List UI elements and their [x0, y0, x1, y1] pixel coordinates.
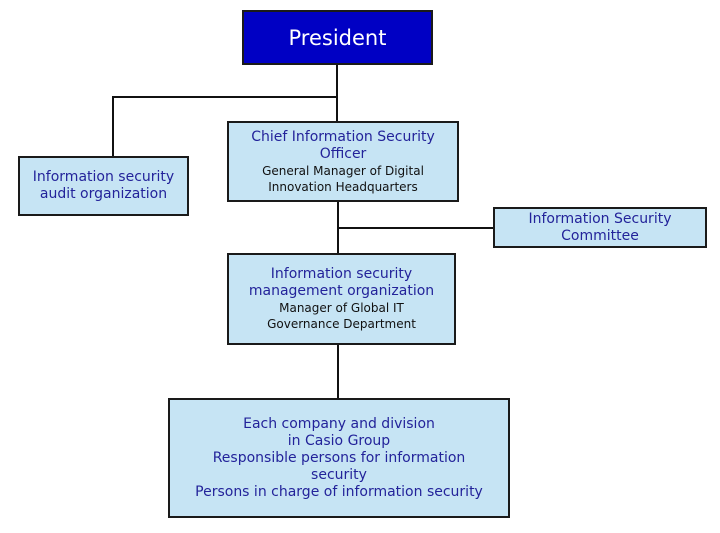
box-title: Each company and division: [243, 415, 435, 432]
box-subtitle: General Manager of Digital: [262, 163, 424, 178]
box-title: Committee: [561, 227, 639, 244]
box-title: in Casio Group: [287, 432, 391, 449]
president-box: President: [242, 10, 433, 65]
box-title: Information Security: [528, 210, 672, 227]
audit-organization-box: Information security audit organization: [18, 156, 189, 216]
box-title: audit organization: [39, 186, 168, 202]
box-title: management organization: [248, 283, 435, 299]
connector: [337, 227, 494, 229]
box-title: Information security: [270, 266, 413, 282]
connector: [112, 96, 338, 98]
companies-box: Each company and division in Casio Group…: [168, 398, 510, 518]
connector: [112, 96, 114, 157]
ciso-box: Chief Information Security Officer Gener…: [227, 121, 459, 202]
box-title: Officer: [319, 145, 367, 162]
box-title: security: [311, 466, 367, 483]
box-title: Responsible persons for information: [212, 449, 466, 466]
box-title: Information security: [32, 169, 175, 185]
connector: [336, 64, 338, 122]
box-title: Persons in charge of information securit…: [195, 483, 483, 500]
box-subtitle: Governance Department: [267, 317, 416, 331]
box-subtitle: Manager of Global IT: [279, 301, 404, 315]
management-organization-box: Information security management organiza…: [227, 253, 456, 345]
president-title: President: [288, 25, 387, 50]
box-subtitle: Innovation Headquarters: [268, 179, 418, 194]
box-title: Chief Information Security: [251, 128, 435, 145]
committee-box: Information Security Committee: [493, 207, 707, 248]
connector: [337, 343, 339, 399]
